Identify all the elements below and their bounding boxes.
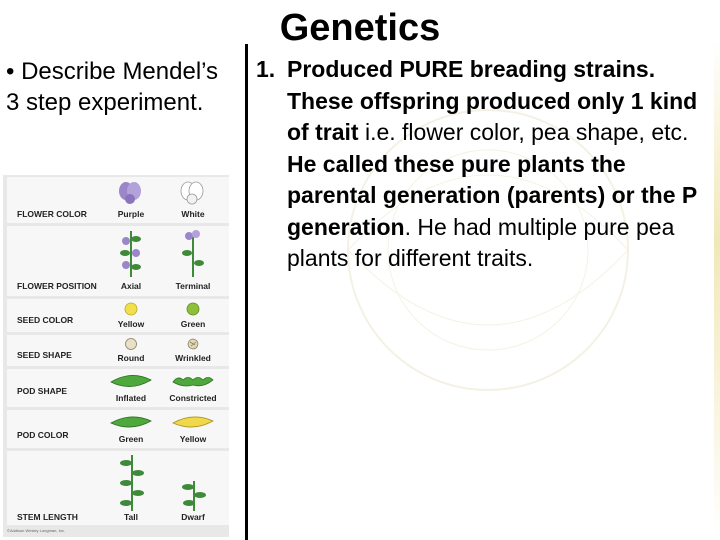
purple-flower-icon	[119, 182, 141, 204]
terminal-flower-plant-icon	[182, 230, 204, 277]
constricted-pod-icon	[172, 377, 214, 387]
dwarf-plant-icon	[182, 481, 206, 511]
trait-right-label: Yellow	[179, 434, 207, 444]
trait-row-seed-color: SEED COLOR Yellow Green	[7, 299, 229, 332]
trait-left-label: Axial	[120, 281, 142, 291]
step-text-part: Produced PURE breading strains. These of…	[287, 56, 698, 145]
white-flower-icon	[180, 181, 204, 205]
trait-name: POD SHAPE	[17, 386, 68, 396]
trait-left-label: Purple	[117, 209, 145, 219]
trait-row-flower-position: FLOWER POSITION Axial Terminal	[7, 226, 229, 296]
vertical-divider	[245, 44, 248, 540]
trait-left-label: Round	[117, 353, 145, 363]
trait-name: SEED SHAPE	[17, 350, 72, 360]
trait-name: STEM LENGTH	[17, 512, 78, 522]
inflated-pod-icon	[110, 375, 152, 387]
yellow-seed-icon	[124, 302, 138, 316]
chart-copyright: ©Addison Wesley Longman, Inc.	[7, 528, 66, 533]
step-text-block: 1. Produced PURE breading strains. These…	[256, 54, 714, 275]
trait-right-label: Constricted	[169, 393, 217, 403]
trait-right-label: Wrinkled	[175, 353, 211, 363]
trait-row-stem-length: STEM LENGTH Tall Dwarf	[7, 451, 229, 525]
trait-name: POD COLOR	[17, 430, 69, 440]
trait-row-pod-shape: POD SHAPE Inflated Constricted	[7, 369, 229, 407]
trait-row-seed-shape: SEED SHAPE Round Wrinkled	[7, 335, 229, 366]
tall-plant-icon	[120, 455, 144, 511]
green-seed-icon	[186, 302, 200, 316]
trait-name: FLOWER POSITION	[17, 281, 97, 291]
trait-left-label: Green	[118, 434, 144, 444]
trait-right-label: Dwarf	[181, 512, 205, 522]
trait-left-label: Tall	[123, 512, 138, 522]
trait-row-flower-color: FLOWER COLOR Purple White	[7, 177, 229, 223]
step-text-part: . He had multiple pure pea plants for di…	[287, 213, 675, 272]
trait-right-label: White	[181, 209, 205, 219]
yellow-pod-icon	[172, 416, 214, 428]
trait-left-label: Inflated	[115, 393, 147, 403]
trait-right-label: Terminal	[175, 281, 211, 291]
round-seed-icon	[125, 338, 137, 350]
mendel-trait-chart: FLOWER COLOR Purple White FLOWER POSITIO…	[3, 175, 229, 537]
left-bullet-text: • Describe Mendel’s 3 step experiment.	[6, 58, 219, 116]
green-pod-icon	[110, 416, 152, 428]
wrinkled-seed-icon	[187, 338, 199, 350]
step-body: Produced PURE breading strains. These of…	[287, 54, 714, 275]
slide-title: Genetics	[279, 7, 441, 49]
trait-name: SEED COLOR	[17, 315, 74, 325]
trait-row-pod-color: POD COLOR Green Yellow	[7, 410, 229, 448]
trait-name: FLOWER COLOR	[17, 209, 87, 219]
step-number: 1.	[256, 56, 276, 82]
slide-edge-decoration	[714, 40, 720, 540]
trait-left-label: Yellow	[117, 319, 145, 329]
axial-flower-plant-icon	[120, 231, 141, 277]
trait-right-label: Green	[180, 319, 206, 329]
step-text-part: i.e. flower color, pea shape, etc.	[358, 119, 689, 145]
step-text-part: He called these pure plants the parental…	[287, 150, 697, 240]
